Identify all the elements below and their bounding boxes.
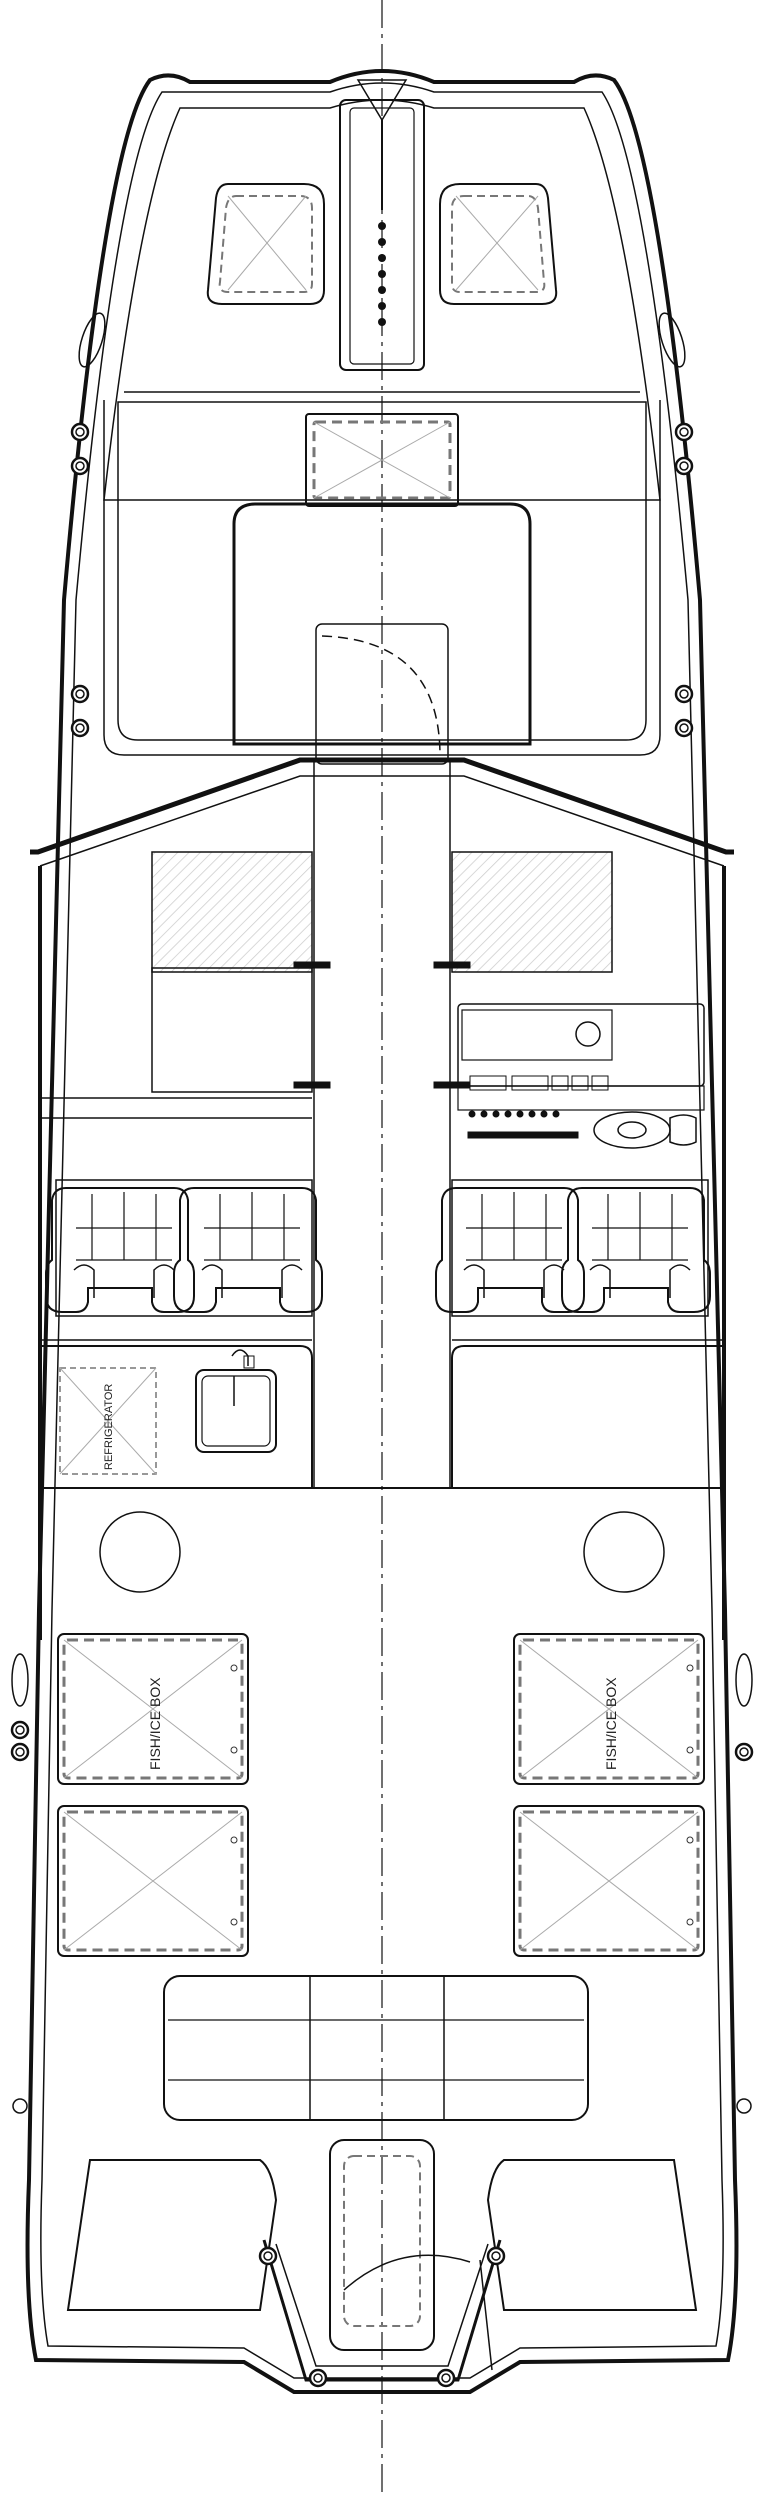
bow-hatch-port (206, 183, 325, 305)
walkway (313, 760, 451, 1488)
console-port (151, 851, 331, 1093)
bow-seating (117, 401, 647, 765)
seat-port-outboard (45, 1187, 195, 1313)
transom (66, 2139, 698, 2382)
fish-ice-box-starboard: FISH/ICE BOX (512, 1632, 706, 1786)
storage-box-starboard (512, 1804, 706, 1958)
bow-hatch-starboard (439, 183, 558, 305)
fish-box-starboard-label: FISH/ICE BOX (603, 1677, 619, 1770)
cockpit-deck (40, 1487, 724, 1593)
refrigerator: REFRIGERATOR (59, 1367, 157, 1475)
cabin-bulkhead (30, 757, 734, 1640)
refrigerator-label: REFRIGERATOR (103, 1384, 115, 1470)
helm-console (433, 851, 705, 1149)
fish-box-port-label: FISH/ICE BOX (147, 1677, 163, 1770)
storage-box-port (56, 1804, 250, 1958)
seating-frame (40, 1097, 724, 1341)
anchor-locker (339, 79, 425, 371)
seat-port-inboard (173, 1187, 323, 1313)
aft-bench-seat (163, 1975, 589, 2121)
cabin-top-hatch (305, 413, 459, 507)
side-cleats (10, 312, 754, 2114)
fish-ice-box-port: FISH/ICE BOX (56, 1632, 250, 1786)
